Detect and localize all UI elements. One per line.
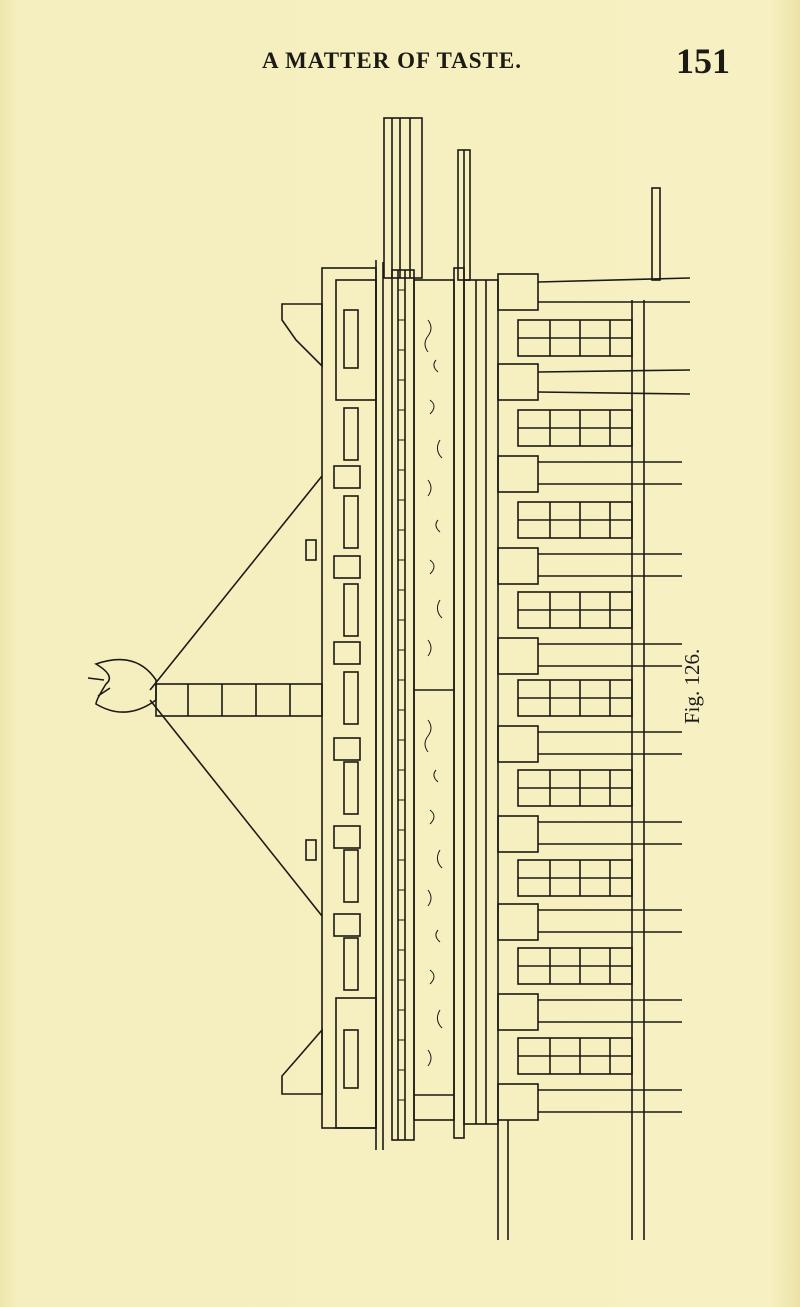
frieze-ornament	[424, 319, 443, 1067]
colonnade	[497, 273, 691, 1240]
running-title: A MATTER OF TASTE.	[262, 48, 522, 73]
chimney-stacks	[383, 117, 661, 281]
dentil-course	[398, 289, 405, 1101]
running-head: A MATTER OF TASTE. 151	[0, 40, 800, 81]
roof-end-details	[281, 303, 323, 1095]
cornice-bands	[321, 260, 499, 1150]
cornice-consoles	[333, 309, 361, 1089]
page-number: 151	[676, 41, 730, 81]
roof-spire	[87, 475, 323, 917]
figure-caption: Fig. 126.	[680, 648, 704, 724]
figure-caption-box: Fig. 126.	[672, 620, 712, 740]
